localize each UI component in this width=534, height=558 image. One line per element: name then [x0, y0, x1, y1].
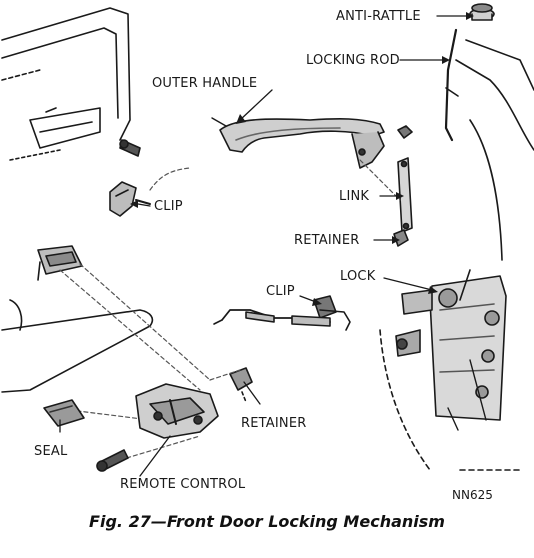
- remote-handle-pad: [37, 245, 83, 281]
- locking-rod-part: [444, 28, 459, 142]
- figure-code: NN625: [452, 488, 493, 502]
- label-link: LINK: [339, 189, 370, 204]
- label-arrow-heads: [130, 12, 474, 306]
- label-outer-handle: OUTER HANDLE: [152, 76, 258, 91]
- label-locking-rod: LOCKING ROD: [306, 53, 400, 68]
- clip-middle-part: [313, 295, 351, 331]
- anti-rattle-part: [469, 3, 495, 21]
- handle-pin-part: [397, 125, 413, 139]
- label-remote-control: REMOTE CONTROL: [120, 477, 246, 492]
- remote-control-part: [135, 383, 219, 439]
- seal-part: [43, 399, 85, 427]
- remote-screw-icon: [96, 449, 129, 472]
- label-leader-lines: [59, 15, 467, 477]
- label-seal: SEAL: [34, 444, 68, 459]
- label-clip-middle: CLIP: [266, 284, 295, 299]
- remote-rod-part: [213, 309, 331, 327]
- screw-icon: [119, 139, 141, 157]
- outer-handle-part: [211, 117, 385, 169]
- label-clip-top: CLIP: [154, 199, 183, 214]
- clip-top-part: [109, 181, 151, 217]
- label-anti-rattle: ANTI-RATTLE: [336, 9, 421, 24]
- figure-caption: Fig. 27—Front Door Locking Mechanism: [89, 512, 445, 531]
- door-inner-frame: [379, 39, 534, 471]
- link-part: [397, 157, 413, 233]
- retainer-top-part: [393, 229, 409, 247]
- label-lock: LOCK: [340, 269, 376, 284]
- inner-trim-panel: [1, 299, 154, 393]
- lock-assembly-part: [395, 269, 507, 431]
- label-retainer-top: RETAINER: [294, 233, 360, 248]
- label-retainer-bottom: RETAINER: [241, 416, 307, 431]
- retainer-bottom-part: [229, 367, 253, 403]
- door-panel-outline: [1, 7, 131, 161]
- assembly-guide-lines: [59, 159, 401, 461]
